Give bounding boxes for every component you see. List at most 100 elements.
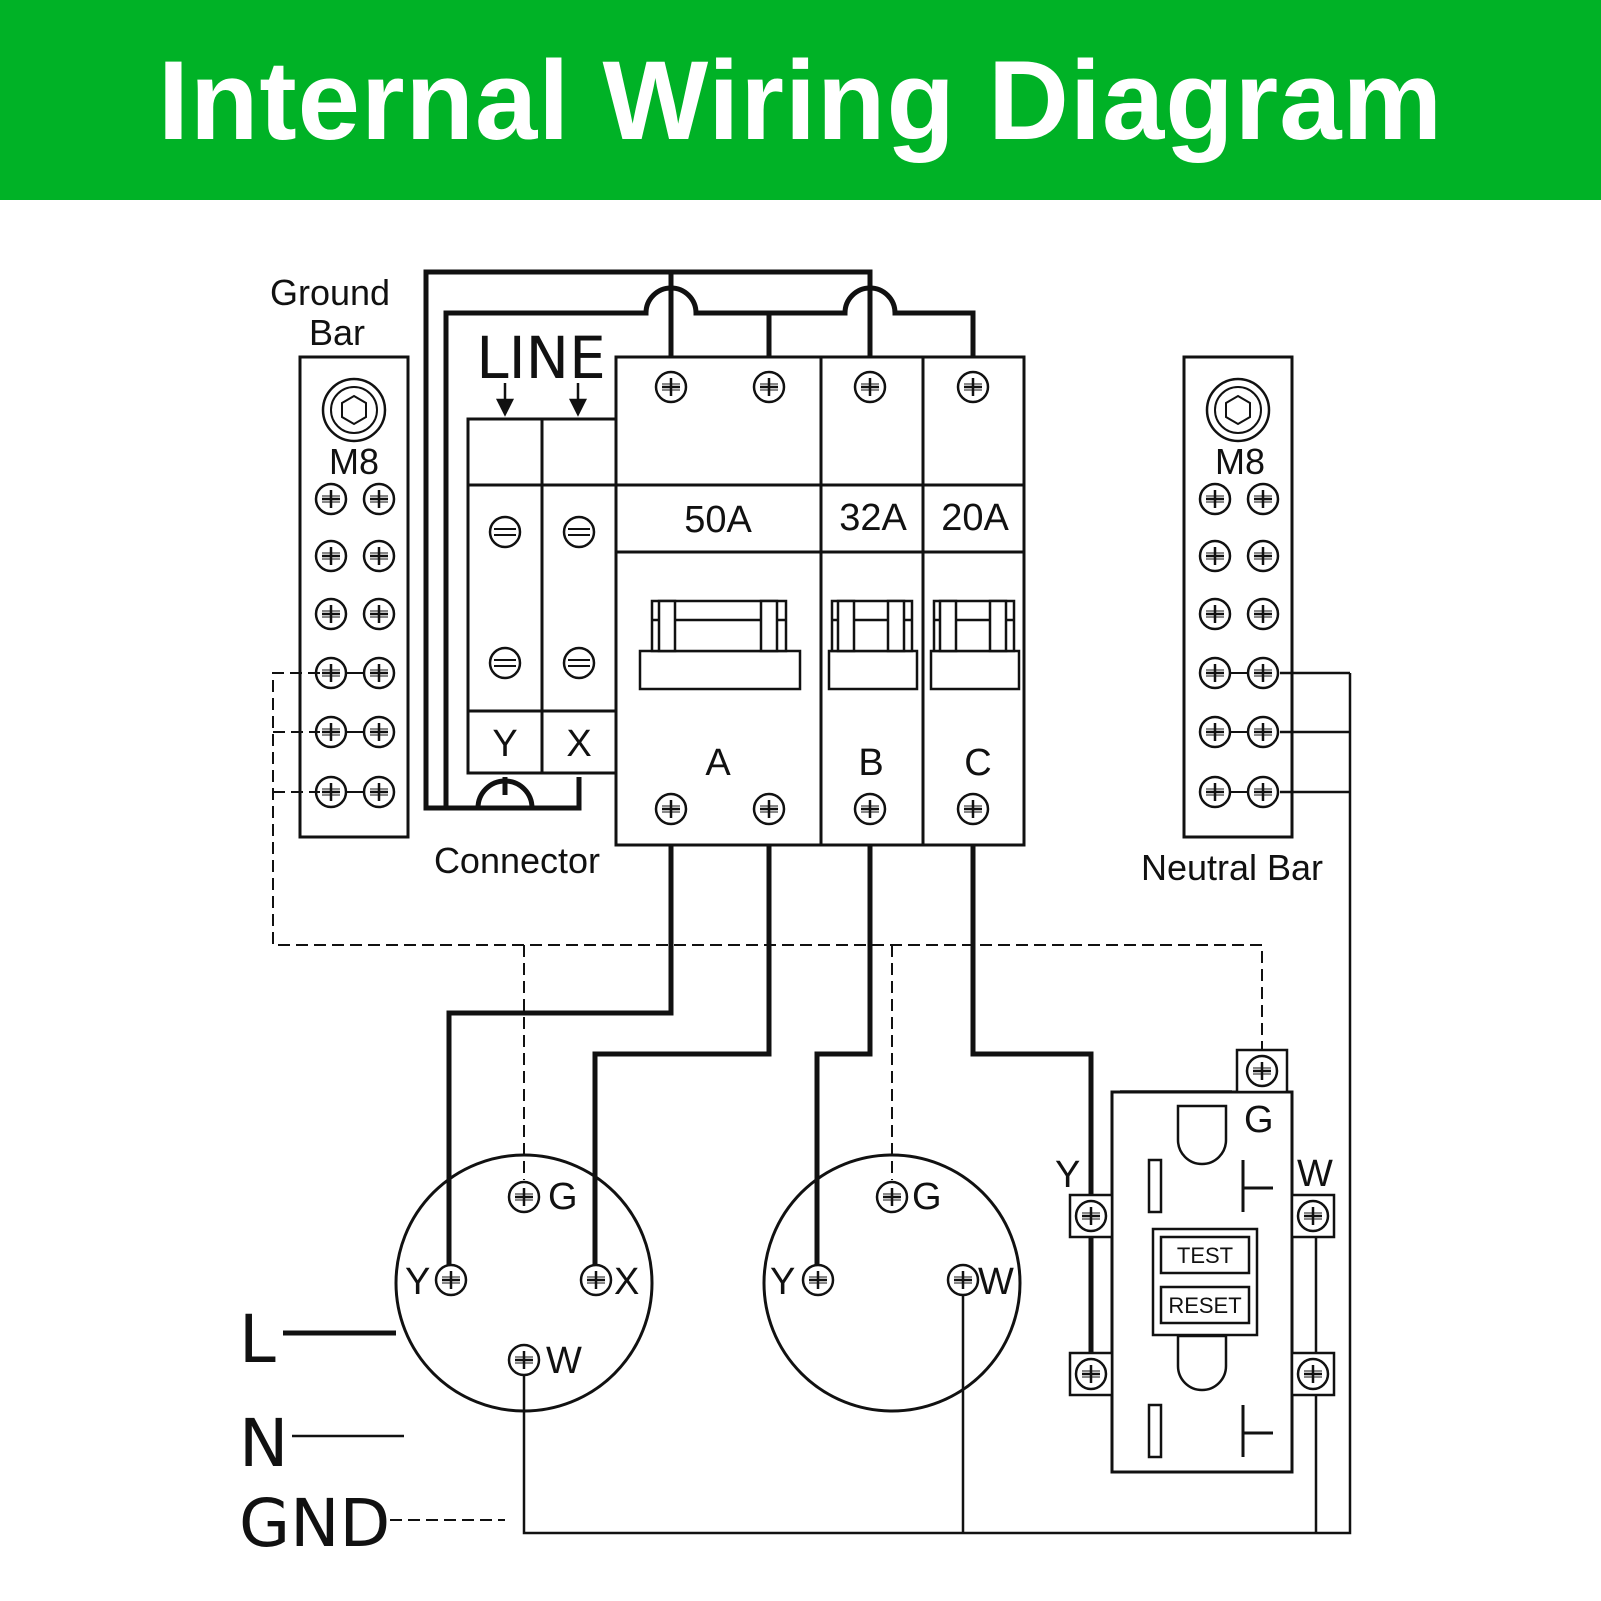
receptacle-screw-icon bbox=[946, 1263, 980, 1297]
breaker-terminal-c: C bbox=[964, 742, 991, 784]
breaker-rating-32a: 32A bbox=[839, 497, 907, 539]
receptacle-screw-icon bbox=[875, 1180, 909, 1214]
neutral-bar-bolt-icon bbox=[1205, 377, 1271, 443]
ground-screw-icon bbox=[314, 597, 348, 631]
ground-screw-icon bbox=[362, 482, 396, 516]
ground-screw-icon bbox=[362, 539, 396, 573]
gfci-screw-icon bbox=[1074, 1199, 1108, 1233]
breaker-terminal-b: B bbox=[858, 742, 883, 784]
outlet-slot-icon bbox=[1147, 1403, 1163, 1459]
connector-screw-icon bbox=[562, 515, 596, 549]
breaker-screw-icon bbox=[654, 370, 688, 404]
line-label: LINE bbox=[476, 324, 605, 392]
reset-button-label: RESET bbox=[1168, 1293, 1241, 1318]
outlet-slot-icon bbox=[1147, 1158, 1163, 1214]
gfci-screw-icon bbox=[1245, 1054, 1279, 1088]
connector-label: Connector bbox=[434, 840, 600, 881]
outlet-neutral-slot-icon bbox=[1241, 1160, 1273, 1212]
neutral-screw-icon bbox=[1246, 597, 1280, 631]
receptacle1-g-label: G bbox=[548, 1176, 578, 1218]
neutral-screw-icon bbox=[1246, 656, 1280, 690]
connector-block: Y X bbox=[466, 417, 618, 775]
ground-bar-label-line2: Bar bbox=[309, 312, 365, 353]
ground-screw-icon bbox=[314, 656, 348, 690]
receptacle-2: G Y W bbox=[762, 1153, 1022, 1413]
title-banner: Internal Wiring Diagram bbox=[0, 0, 1601, 200]
outlet-neutral-slot-icon bbox=[1241, 1405, 1273, 1457]
neutral-screw-icon bbox=[1246, 482, 1280, 516]
connector-terminal-x: X bbox=[566, 723, 591, 765]
test-button[interactable] bbox=[1159, 1235, 1251, 1275]
breaker-screw-icon bbox=[853, 792, 887, 826]
neutral-screw-icon bbox=[1198, 539, 1232, 573]
receptacle-screw-icon bbox=[507, 1180, 541, 1214]
receptacle2-y-label: Y bbox=[770, 1261, 795, 1303]
gfci-y-label: Y bbox=[1055, 1154, 1080, 1196]
neutral-screw-icon bbox=[1198, 656, 1232, 690]
ground-screw-icon bbox=[362, 715, 396, 749]
gfci-screw-icon bbox=[1296, 1199, 1330, 1233]
gfci-screw-icon bbox=[1074, 1357, 1108, 1391]
line-arrow-icon bbox=[495, 383, 588, 417]
load-wires bbox=[446, 845, 1094, 1373]
neutral-screw-icon bbox=[1246, 539, 1280, 573]
gfci-w-label: W bbox=[1297, 1153, 1333, 1195]
gfci-g-label: G bbox=[1244, 1099, 1274, 1141]
ground-screw-icon bbox=[314, 482, 348, 516]
neutral-screw-icon bbox=[1246, 775, 1280, 809]
connector-terminal-y: Y bbox=[492, 723, 517, 765]
ground-screw-icon bbox=[362, 775, 396, 809]
ground-screw-icon bbox=[314, 715, 348, 749]
breaker-panel: 50A 32A 20A A B C bbox=[614, 355, 1026, 847]
ground-bar-bolt-icon bbox=[321, 377, 387, 443]
ground-screw-icon bbox=[362, 656, 396, 690]
connector-screw-icon bbox=[488, 646, 522, 680]
neutral-screw-icon bbox=[1198, 775, 1232, 809]
receptacle1-w-label: W bbox=[546, 1340, 582, 1382]
reset-button[interactable] bbox=[1159, 1285, 1251, 1325]
breaker-rating-20a: 20A bbox=[941, 497, 1009, 539]
connector-screw-icon bbox=[488, 515, 522, 549]
receptacle1-y-label: Y bbox=[405, 1261, 430, 1303]
ground-screw-icon bbox=[314, 539, 348, 573]
ground-bar-size: M8 bbox=[329, 441, 379, 482]
outlet-ground-slot-icon bbox=[1176, 1104, 1228, 1166]
breaker-toggle-32a bbox=[827, 599, 919, 691]
page-title: Internal Wiring Diagram bbox=[157, 37, 1444, 163]
neutral-bar-size: M8 bbox=[1215, 441, 1265, 482]
ground-screw-icon bbox=[314, 775, 348, 809]
receptacle-screw-icon bbox=[801, 1263, 835, 1297]
neutral-bar: M8 Neutral Bar bbox=[1141, 355, 1323, 888]
ground-screw-icon bbox=[362, 597, 396, 631]
breaker-screw-icon bbox=[956, 370, 990, 404]
legend: L N GND bbox=[239, 1301, 505, 1562]
receptacle2-g-label: G bbox=[912, 1176, 942, 1218]
breaker-terminal-a: A bbox=[705, 742, 731, 784]
neutral-bar-label: Neutral Bar bbox=[1141, 847, 1323, 888]
receptacle-screw-icon bbox=[507, 1343, 541, 1377]
receptacle-1: G Y X W bbox=[394, 1153, 654, 1413]
ground-wires bbox=[272, 672, 1263, 1180]
gfci-outlet: G TEST RESET Y W bbox=[1055, 1048, 1336, 1474]
receptacle-screw-icon bbox=[434, 1263, 468, 1297]
receptacle-screw-icon bbox=[579, 1263, 613, 1297]
neutral-screw-icon bbox=[1198, 715, 1232, 749]
neutral-screw-icon bbox=[1198, 482, 1232, 516]
neutral-screw-icon bbox=[1246, 715, 1280, 749]
breaker-screw-icon bbox=[654, 792, 688, 826]
receptacle2-w-label: W bbox=[978, 1261, 1014, 1303]
legend-n-label: N bbox=[239, 1405, 288, 1482]
connector-screw-icon bbox=[562, 646, 596, 680]
legend-l-label: L bbox=[239, 1301, 276, 1378]
legend-gnd-label: GND bbox=[239, 1485, 390, 1562]
breaker-screw-icon bbox=[752, 370, 786, 404]
breaker-screw-icon bbox=[853, 370, 887, 404]
gfci-screw-icon bbox=[1296, 1357, 1330, 1391]
breaker-toggle-20a bbox=[929, 599, 1021, 691]
breaker-screw-icon bbox=[956, 792, 990, 826]
breaker-toggle-50a bbox=[638, 599, 802, 691]
line-wires bbox=[423, 269, 976, 811]
ground-bar: Ground Bar M8 bbox=[270, 272, 410, 839]
breaker-rating-50a: 50A bbox=[684, 499, 752, 541]
